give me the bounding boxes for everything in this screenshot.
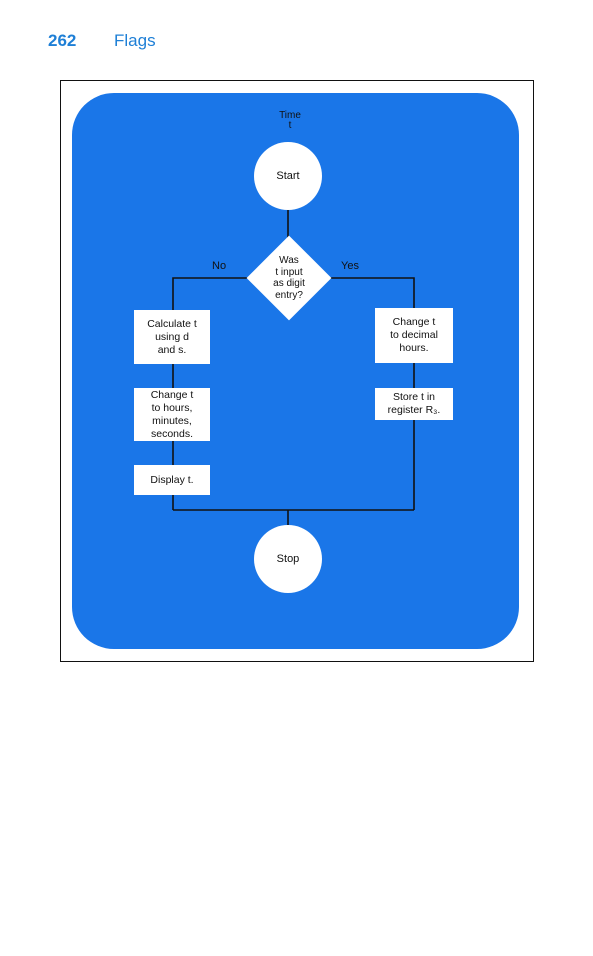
no-branch-line — [173, 278, 248, 310]
left-step-2: Change t to hours, minutes, seconds. — [134, 388, 210, 441]
right-step-1-label: Change t to decimal hours. — [390, 316, 438, 355]
decision-node: Was t input as digit entry? — [246, 235, 332, 321]
yes-branch-line — [330, 278, 414, 308]
left-step-1: Calculate t using d and s. — [134, 310, 210, 364]
input-label: Time t — [270, 111, 310, 131]
start-label: Start — [276, 170, 299, 182]
right-step-2: Store t in register R₃. — [375, 388, 453, 420]
left-step-3-label: Display t. — [150, 474, 193, 487]
decision-label: Was t input as digit entry? — [246, 255, 332, 301]
left-step-3: Display t. — [134, 465, 210, 495]
branch-yes-label: Yes — [341, 260, 359, 272]
start-node: Start — [254, 142, 322, 210]
left-step-2-label: Change t to hours, minutes, seconds. — [151, 389, 194, 441]
stop-node: Stop — [254, 525, 322, 593]
stop-label: Stop — [277, 553, 300, 565]
right-step-2-label: Store t in register R₃. — [388, 391, 441, 417]
right-step-1: Change t to decimal hours. — [375, 308, 453, 363]
left-step-1-label: Calculate t using d and s. — [147, 318, 197, 357]
branch-no-label: No — [212, 260, 226, 272]
